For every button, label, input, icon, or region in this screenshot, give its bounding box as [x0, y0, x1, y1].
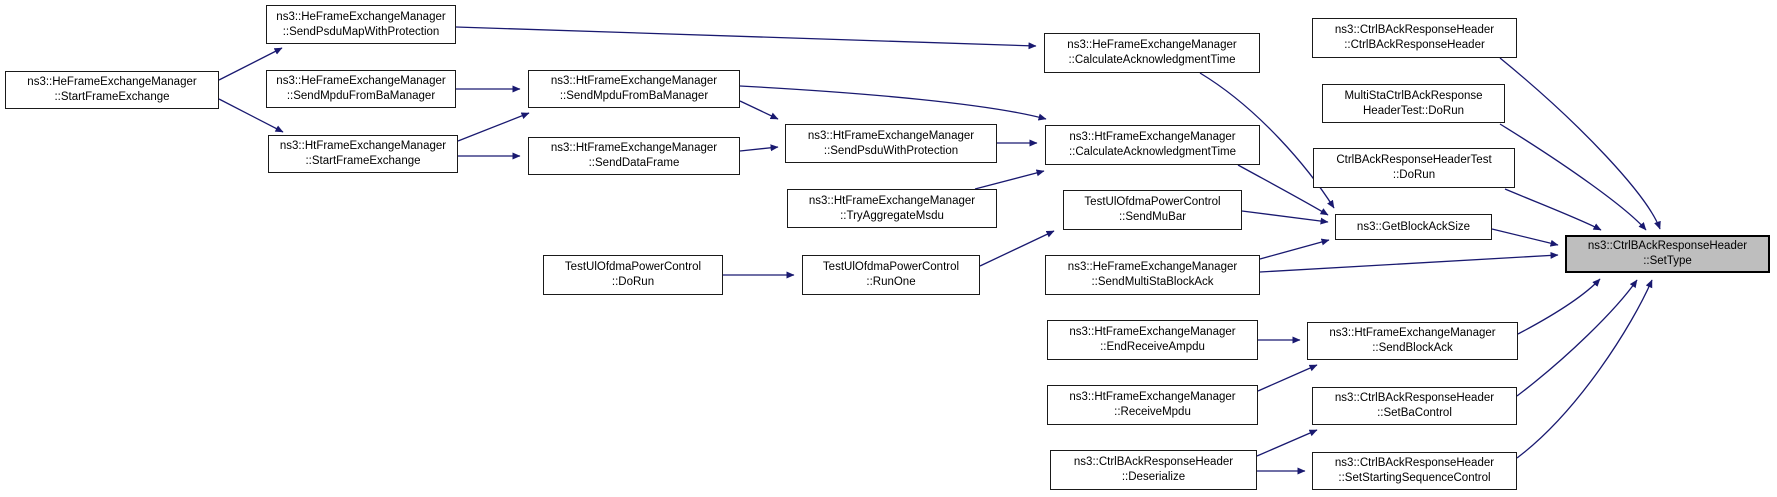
node-label-line: ::DoRun	[1392, 169, 1436, 181]
edge-he-send-multi-sta-block-ack-to-get-block-ack-size	[1259, 238, 1330, 260]
node-label-line: MultiStaCtrlBAckResponse	[1344, 89, 1483, 102]
edge-ht-try-aggregate-msdu-to-ht-calculate-acknowledgment-time	[974, 169, 1045, 190]
edge-ht-send-mpdu-from-ba-manager-to-ht-send-psdu-with-protection	[739, 100, 779, 120]
node-label-line: ns3::HtFrameExchangeManager	[1069, 391, 1236, 403]
node-test-ul-ofdma-run-one[interactable]: TestUlOfdmaPowerControl::RunOne	[802, 255, 980, 295]
node-label-line: ns3::HtFrameExchangeManager	[1069, 131, 1236, 143]
node-ctrl-set-ba-control[interactable]: ns3::CtrlBAckResponseHeader::SetBaContro…	[1312, 387, 1517, 425]
node-label-line: ns3::CtrlBAckResponseHeader	[1334, 457, 1495, 469]
node-label-line: ns3::CtrlBAckResponseHeader	[1334, 24, 1495, 36]
node-label-line: ns3::HtFrameExchangeManager	[808, 194, 976, 207]
node-label-line: ns3::CtrlBAckResponseHeader	[1587, 240, 1748, 252]
node-test-ul-ofdma-send-mu-bar[interactable]: TestUlOfdmaPowerControl::SendMuBar	[1063, 190, 1242, 230]
node-ht-send-mpdu-from-ba-manager[interactable]: ns3::HtFrameExchangeManager::SendMpduFro…	[528, 70, 740, 108]
node-label-line: ::SendDataFrame	[588, 157, 680, 169]
node-label-line: ns3::HtFrameExchangeManager	[550, 75, 718, 87]
edge-ht-send-mpdu-from-ba-manager-to-ht-calculate-acknowledgment-time	[739, 85, 1047, 121]
edge-he-calculate-acknowledgment-time-to-get-block-ack-size	[1199, 72, 1335, 209]
node-label-line: HeaderTest::DoRun	[1363, 104, 1464, 117]
node-he-send-psdu-map-with-protection[interactable]: ns3::HeFrameExchangeManager::SendPsduMap…	[266, 5, 456, 44]
node-get-block-ack-size[interactable]: ns3::GetBlockAckSize	[1335, 214, 1492, 240]
edge-ctrl-set-starting-sequence-control-to-ctrl-set-type	[1516, 279, 1653, 459]
edge-test-ul-ofdma-send-mu-bar-to-get-block-ack-size	[1241, 210, 1329, 225]
node-label-line: ns3::HtFrameExchangeManager	[279, 140, 447, 152]
edge-multi-sta-header-test-do-run-to-ctrl-set-type	[1499, 123, 1647, 231]
node-ht-receive-mpdu[interactable]: ns3::HtFrameExchangeManager::ReceiveMpdu	[1047, 385, 1258, 425]
node-test-ul-ofdma-do-run[interactable]: TestUlOfdmaPowerControl::DoRun	[543, 255, 723, 295]
node-label-line: ::RunOne	[866, 276, 916, 288]
node-label-line: ns3::HeFrameExchangeManager	[276, 10, 446, 23]
edge-ctrl-constructor-to-ctrl-set-type	[1499, 57, 1661, 230]
edge-ht-calculate-acknowledgment-time-to-get-block-ack-size	[1237, 164, 1329, 216]
node-label-line: ::SetType	[1643, 255, 1692, 267]
edge-test-ul-ofdma-run-one-to-test-ul-ofdma-send-mu-bar	[979, 230, 1055, 267]
node-he-calculate-acknowledgment-time[interactable]: ns3::HeFrameExchangeManager::CalculateAc…	[1044, 33, 1260, 73]
edge-ht-receive-mpdu-to-ht-send-block-ack	[1257, 364, 1318, 392]
node-he-start-frame-exchange[interactable]: ns3::HeFrameExchangeManager::StartFrameE…	[5, 71, 219, 109]
node-label-line: ns3::HtFrameExchangeManager	[550, 142, 718, 154]
node-ctrl-deserialize[interactable]: ns3::CtrlBAckResponseHeader::Deserialize	[1050, 450, 1257, 490]
edge-ht-start-frame-exchange-to-ht-send-mpdu-from-ba-manager	[457, 112, 530, 142]
edge-he-send-psdu-map-with-protection-to-he-calculate-acknowledgment-time	[455, 26, 1037, 50]
node-ctrl-constructor[interactable]: ns3::CtrlBAckResponseHeader::CtrlBAckRes…	[1312, 18, 1517, 58]
node-label-line: TestUlOfdmaPowerControl	[822, 261, 960, 273]
node-label-line: ns3::HtFrameExchangeManager	[1329, 327, 1496, 339]
node-ht-send-block-ack[interactable]: ns3::HtFrameExchangeManager::SendBlockAc…	[1307, 322, 1518, 360]
edge-header-test-do-run-to-ctrl-set-type	[1504, 188, 1602, 231]
node-he-send-mpdu-from-ba-manager[interactable]: ns3::HeFrameExchangeManager::SendMpduFro…	[266, 70, 456, 108]
node-ctrl-set-starting-sequence-control[interactable]: ns3::CtrlBAckResponseHeader::SetStarting…	[1312, 452, 1517, 490]
node-label-line: ::SendMuBar	[1118, 211, 1187, 223]
node-header-test-do-run[interactable]: CtrlBAckResponseHeaderTest::DoRun	[1313, 148, 1515, 188]
node-label-line: ::SendPsduMapWithProtection	[282, 25, 440, 38]
node-ctrl-set-type[interactable]: ns3::CtrlBAckResponseHeader::SetType	[1565, 235, 1770, 273]
node-label-line: TestUlOfdmaPowerControl	[1084, 196, 1221, 208]
node-ht-start-frame-exchange[interactable]: ns3::HtFrameExchangeManager::StartFrameE…	[268, 135, 458, 173]
node-label-line: ns3::GetBlockAckSize	[1356, 220, 1471, 233]
node-ht-calculate-acknowledgment-time[interactable]: ns3::HtFrameExchangeManager::CalculateAc…	[1045, 125, 1260, 165]
node-label-line: ::CalculateAcknowledgmentTime	[1068, 54, 1236, 66]
node-label-line: ns3::CtrlBAckResponseHeader	[1334, 392, 1495, 404]
node-label-line: ::ReceiveMpdu	[1114, 406, 1191, 418]
edge-ctrl-deserialize-to-ctrl-set-ba-control	[1256, 429, 1318, 457]
node-label-line: ::SetStartingSequenceControl	[1338, 472, 1491, 484]
edge-ht-send-block-ack-to-ctrl-set-type	[1517, 278, 1601, 335]
node-label-line: CtrlBAckResponseHeaderTest	[1336, 154, 1492, 166]
node-label-line: ns3::HeFrameExchangeManager	[27, 76, 197, 88]
node-label-line: ::CalculateAcknowledgmentTime	[1068, 146, 1237, 158]
node-label-line: TestUlOfdmaPowerControl	[564, 261, 702, 273]
node-label-line: ns3::HtFrameExchangeManager	[807, 129, 975, 142]
node-label-line: ns3::HeFrameExchangeManager	[276, 75, 446, 87]
node-label-line: ::CtrlBAckResponseHeader	[1344, 39, 1485, 51]
node-label-line: ::DoRun	[611, 276, 655, 288]
edge-he-start-frame-exchange-to-he-send-psdu-map-with-protection	[218, 47, 283, 81]
node-ht-send-psdu-with-protection[interactable]: ns3::HtFrameExchangeManager::SendPsduWit…	[785, 124, 997, 163]
node-label-line: ns3::HeFrameExchangeManager	[1067, 39, 1237, 51]
node-label-line: ::SendMpduFromBaManager	[559, 90, 709, 102]
node-label-line: ns3::HeFrameExchangeManager	[1067, 261, 1238, 273]
node-ht-send-data-frame[interactable]: ns3::HtFrameExchangeManager::SendDataFra…	[528, 137, 740, 175]
node-label-line: ::SetBaControl	[1377, 407, 1452, 419]
edge-get-block-ack-size-to-ctrl-set-type	[1491, 228, 1559, 247]
node-ht-end-receive-ampdu[interactable]: ns3::HtFrameExchangeManager::EndReceiveA…	[1047, 320, 1258, 360]
node-label-line: ::SendPsduWithProtection	[823, 144, 959, 157]
node-label-line: ::SendMultiStaBlockAck	[1091, 276, 1214, 288]
node-label-line: ::EndReceiveAmpdu	[1100, 341, 1205, 353]
node-label-line: ::SendMpduFromBaManager	[286, 90, 436, 102]
node-label-line: ::Deserialize	[1121, 471, 1186, 483]
node-label-line: ::SendBlockAck	[1372, 342, 1453, 354]
node-label-line: ::StartFrameExchange	[305, 155, 421, 167]
node-label-line: ::StartFrameExchange	[54, 91, 170, 103]
edge-he-start-frame-exchange-to-ht-start-frame-exchange	[218, 98, 284, 133]
node-label-line: ns3::CtrlBAckResponseHeader	[1073, 456, 1234, 468]
edge-ctrl-set-ba-control-to-ctrl-set-type	[1516, 279, 1638, 397]
node-label-line: ns3::HtFrameExchangeManager	[1069, 326, 1236, 338]
edge-ht-send-data-frame-to-ht-send-psdu-with-protection	[739, 144, 779, 152]
node-ht-try-aggregate-msdu[interactable]: ns3::HtFrameExchangeManager::TryAggregat…	[787, 189, 997, 228]
edge-he-send-multi-sta-block-ack-to-ctrl-set-type	[1259, 251, 1559, 273]
node-label-line: ::TryAggregateMsdu	[840, 209, 944, 222]
node-he-send-multi-sta-block-ack[interactable]: ns3::HeFrameExchangeManager::SendMultiSt…	[1045, 255, 1260, 295]
